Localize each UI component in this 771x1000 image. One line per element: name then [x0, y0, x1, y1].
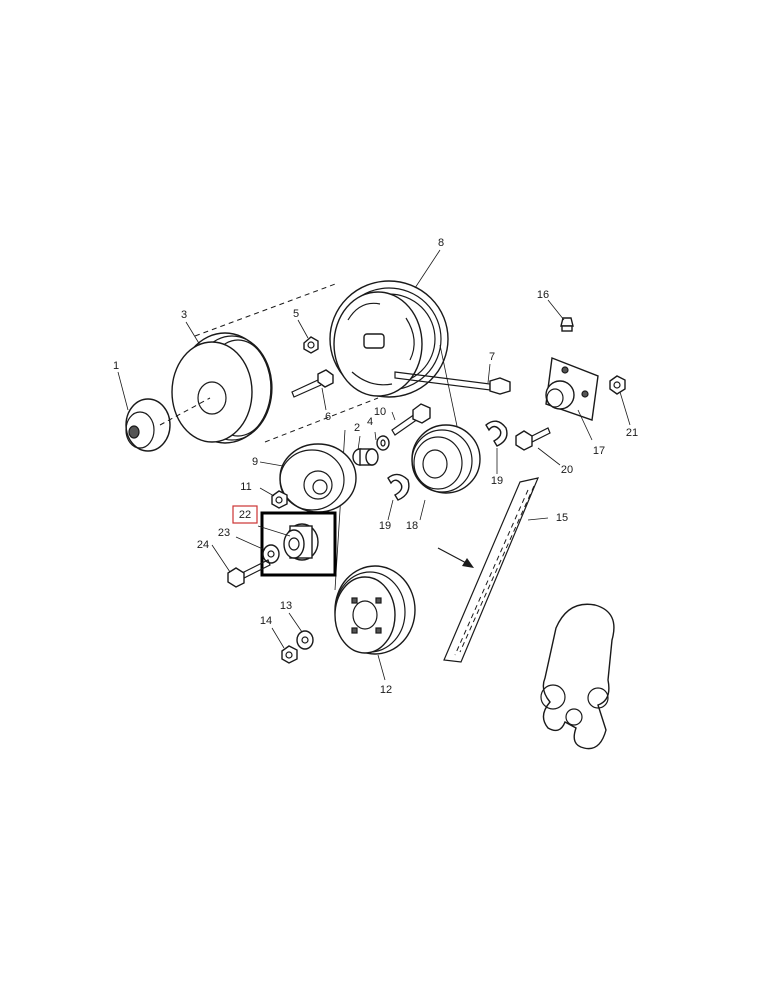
- arrow-to-belt: [437, 547, 474, 568]
- part-14-nut: [281, 645, 298, 664]
- highlight-box-22: [260, 511, 337, 577]
- part-16-grease-fitting: [560, 317, 574, 332]
- belt-path-line: [159, 397, 211, 426]
- label-part-19-lower: 19: [379, 520, 391, 532]
- label-part-7: 7: [489, 351, 495, 363]
- label-part-20: 20: [561, 464, 573, 476]
- label-part-15: 15: [556, 512, 568, 524]
- part-10-bolt: [391, 403, 431, 436]
- part-15-belt: [443, 477, 540, 663]
- label-part-18: 18: [406, 520, 418, 532]
- part-18-pulley: [411, 424, 481, 494]
- part-17-bracket: [545, 357, 599, 421]
- label-part-1: 1: [113, 360, 119, 372]
- part-8-large-pulley: [329, 280, 449, 398]
- label-part-11: 11: [240, 481, 251, 493]
- label-part-6: 6: [325, 411, 331, 423]
- label-part-21: 21: [626, 427, 638, 439]
- part-11-nut: [271, 490, 288, 509]
- part-20-bolt: [515, 427, 551, 451]
- label-part-24: 24: [197, 539, 209, 551]
- label-part-16: 16: [537, 289, 549, 301]
- label-part-9: 9: [252, 456, 258, 468]
- leader-lines: [117, 249, 631, 681]
- part-23-washer: [262, 544, 280, 564]
- part-7-bolt: [394, 371, 511, 395]
- part-labels: 1 3 5 6 7 8 16 17 21 20 19 10 4 2 9 11 1…: [113, 237, 638, 696]
- label-part-4: 4: [367, 416, 373, 428]
- part-24-bolt: [227, 559, 271, 588]
- label-part-5: 5: [293, 308, 299, 320]
- part-5-nut: [303, 336, 319, 354]
- label-part-3: 3: [181, 309, 187, 321]
- part-3-pulley: [171, 332, 273, 444]
- part-22-idler-assembly: [283, 523, 319, 561]
- part-2-spacer: [352, 448, 379, 466]
- part-4-washer: [376, 435, 390, 451]
- label-part-2: 2: [354, 422, 360, 434]
- belt-path-line: [194, 282, 339, 337]
- label-part-10: 10: [374, 406, 386, 418]
- part-19-snap-ring: [485, 420, 508, 447]
- callout-box-22: [232, 505, 258, 524]
- part-6-bolt: [291, 369, 334, 398]
- label-part-17: 17: [593, 445, 605, 457]
- part-13-washer: [296, 630, 314, 650]
- label-part-14: 14: [260, 615, 272, 627]
- label-part-22: 22: [239, 509, 251, 521]
- belt-routing-diagram: [540, 603, 615, 750]
- part-19-snap-ring: [387, 473, 410, 501]
- part-9-pulley: [279, 443, 357, 513]
- part-12-pulley: [334, 565, 416, 655]
- label-part-13: 13: [280, 600, 292, 612]
- label-part-23: 23: [218, 527, 230, 539]
- part-21-nut: [609, 375, 626, 395]
- part-1-hub: [125, 398, 171, 452]
- label-part-19-upper: 19: [491, 475, 503, 487]
- label-part-12: 12: [380, 684, 392, 696]
- belt-path-line: [264, 397, 379, 443]
- label-part-8: 8: [438, 237, 444, 249]
